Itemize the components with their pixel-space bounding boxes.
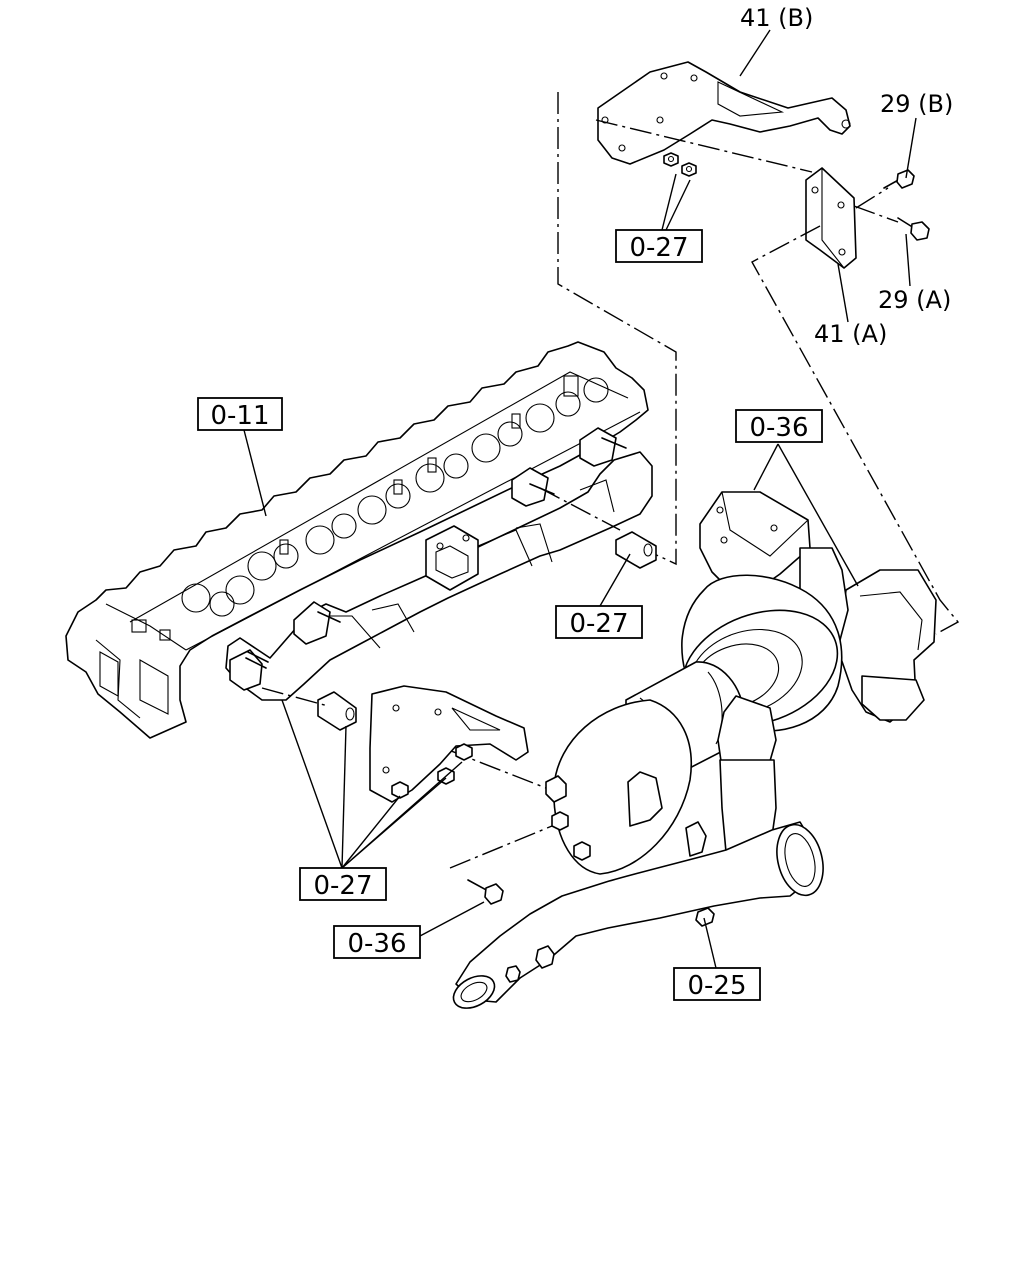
spacer-mid bbox=[615, 531, 657, 569]
bolt-29b bbox=[883, 169, 915, 189]
ref-text: 0-11 bbox=[210, 401, 269, 431]
stud-2 bbox=[317, 611, 341, 623]
ref-box-0-11[interactable]: 0-11 bbox=[197, 397, 283, 431]
lower-bracket bbox=[369, 685, 529, 803]
ref-text: 0-36 bbox=[347, 929, 406, 959]
label-41b: 41 (B) bbox=[740, 4, 813, 32]
spacer-lower bbox=[317, 691, 357, 731]
ref-box-bottom-0-27[interactable]: 0-27 bbox=[299, 867, 387, 901]
ref-box-top-0-27[interactable]: 0-27 bbox=[615, 229, 703, 263]
ref-text: 0-36 bbox=[749, 413, 808, 443]
bracket-41b bbox=[597, 61, 851, 165]
ref-box-bottom-0-36[interactable]: 0-36 bbox=[333, 925, 421, 959]
bolt-29a bbox=[897, 217, 930, 241]
ref-box-mid-0-27[interactable]: 0-27 bbox=[555, 605, 643, 639]
label-29a: 29 (A) bbox=[878, 286, 951, 314]
bracket-41a bbox=[805, 167, 857, 269]
ref-text: 0-27 bbox=[313, 871, 372, 901]
stud-4 bbox=[601, 437, 627, 449]
ref-text: 0-27 bbox=[569, 609, 628, 639]
exhaust-manifold bbox=[225, 427, 653, 701]
nut-top-left bbox=[663, 152, 679, 167]
label-29b: 29 (B) bbox=[880, 90, 953, 118]
stud-1 bbox=[245, 651, 269, 669]
ref-text: 0-25 bbox=[687, 971, 746, 1001]
bolt-lower-left bbox=[467, 879, 504, 905]
ref-box-top-0-36[interactable]: 0-36 bbox=[735, 409, 823, 443]
label-41a: 41 (A) bbox=[814, 320, 887, 348]
cylinder-head bbox=[65, 341, 649, 739]
turbocharger bbox=[452, 491, 937, 1009]
nut-top-right bbox=[681, 162, 697, 177]
ref-text: 0-27 bbox=[629, 233, 688, 263]
combustion-chambers bbox=[131, 375, 609, 641]
ref-box-0-25[interactable]: 0-25 bbox=[673, 967, 761, 1001]
